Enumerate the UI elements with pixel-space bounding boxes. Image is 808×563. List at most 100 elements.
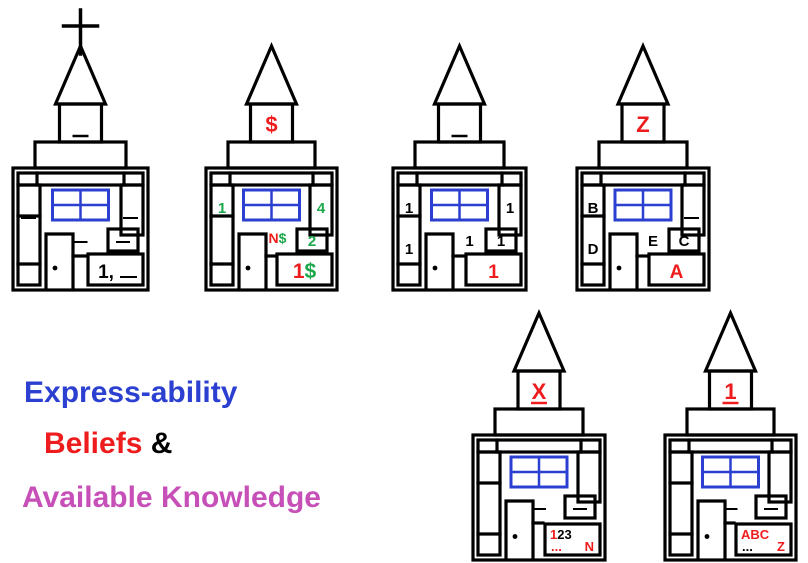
label-corner-part: $ bbox=[305, 260, 317, 283]
right-column bbox=[497, 183, 523, 237]
side-box bbox=[754, 494, 788, 520]
right-column bbox=[119, 183, 145, 237]
spire bbox=[432, 41, 487, 106]
side-box bbox=[667, 227, 701, 253]
spire bbox=[615, 41, 671, 106]
left-column bbox=[209, 183, 235, 287]
label-left-top: B bbox=[588, 200, 599, 217]
legend-express-ability: Express-ability bbox=[24, 378, 237, 408]
tower-label: $ bbox=[265, 112, 277, 137]
spire bbox=[703, 308, 758, 373]
label-right-mid: 2 bbox=[308, 233, 316, 250]
label-left-mid: 1 bbox=[405, 241, 413, 258]
church-4: Z B D E CA bbox=[575, 41, 711, 292]
left-column bbox=[396, 183, 422, 287]
door bbox=[237, 232, 268, 290]
label-corner: 1 bbox=[488, 262, 499, 283]
label-corner: A bbox=[670, 262, 684, 283]
corner-box bbox=[86, 252, 145, 287]
right-column bbox=[308, 183, 334, 237]
church-1: 1, bbox=[11, 8, 150, 292]
legend-beliefs-text: Beliefs bbox=[44, 427, 143, 460]
label-center: 1 bbox=[465, 233, 473, 250]
door bbox=[608, 232, 639, 290]
corner-box bbox=[543, 522, 602, 557]
frieze bbox=[580, 171, 706, 187]
right-column bbox=[680, 183, 706, 237]
door bbox=[696, 499, 727, 560]
left-column bbox=[668, 450, 694, 557]
legend-available-knowledge: Available Knowledge bbox=[22, 483, 321, 513]
roof-band bbox=[226, 140, 317, 170]
door-knob bbox=[512, 534, 518, 539]
label-sequence-part: 1 bbox=[550, 527, 557, 542]
church-body bbox=[204, 166, 339, 292]
label-left-top: 1 bbox=[218, 200, 226, 217]
frieze bbox=[668, 438, 793, 454]
side-box bbox=[484, 227, 518, 253]
roof-band bbox=[597, 140, 689, 170]
label-center: N$ bbox=[269, 230, 287, 246]
church-body bbox=[11, 166, 150, 292]
label-sequence-dots: ... bbox=[742, 539, 753, 554]
door-knob bbox=[704, 534, 710, 539]
label-sequence-end: N bbox=[585, 539, 594, 554]
label-corner: 1$ bbox=[293, 260, 317, 283]
label-right-mid: 1 bbox=[497, 233, 505, 250]
label-right-mid: C bbox=[679, 233, 690, 250]
roof-band bbox=[493, 407, 585, 437]
legend-beliefs: Beliefs & bbox=[44, 429, 172, 459]
door-knob bbox=[52, 265, 58, 271]
tower-label: Z bbox=[636, 112, 649, 137]
corner-box bbox=[464, 252, 523, 287]
label-center: E bbox=[648, 233, 658, 250]
side-box bbox=[563, 494, 597, 520]
left-column bbox=[580, 183, 606, 287]
frieze bbox=[396, 171, 523, 187]
door bbox=[424, 232, 455, 290]
side-box bbox=[106, 227, 140, 253]
church-body bbox=[391, 166, 528, 292]
label-center-part: $ bbox=[279, 230, 287, 246]
label-left-top: 1 bbox=[405, 200, 413, 217]
right-column bbox=[767, 450, 793, 504]
spire bbox=[244, 41, 299, 106]
label-sequence-start: 123 bbox=[550, 527, 572, 542]
church-body bbox=[663, 433, 798, 562]
church-body bbox=[575, 166, 711, 292]
label-left-mid: D bbox=[588, 241, 599, 258]
legend-express-ability-text: Express-ability bbox=[24, 376, 238, 409]
corner-box bbox=[647, 252, 706, 287]
tower-label: X bbox=[532, 379, 547, 404]
left-column bbox=[476, 450, 502, 557]
right-column bbox=[576, 450, 602, 504]
label-center-part: N bbox=[269, 230, 279, 246]
roof-band bbox=[33, 140, 128, 170]
church-5: X 123... N bbox=[471, 308, 607, 562]
door bbox=[504, 499, 535, 560]
label-sequence-part: 23 bbox=[557, 527, 571, 542]
tower-label: 1 bbox=[724, 379, 736, 404]
label-sequence-dots: ... bbox=[551, 539, 562, 554]
roof-band bbox=[685, 407, 776, 437]
label-right-top: 4 bbox=[317, 200, 326, 217]
corner-box bbox=[275, 252, 334, 287]
corner-box bbox=[734, 522, 793, 557]
roof-band bbox=[413, 140, 506, 170]
church-body bbox=[471, 433, 607, 562]
legend-ampersand: & bbox=[150, 427, 173, 460]
door-knob bbox=[616, 265, 622, 271]
spire bbox=[511, 308, 567, 373]
label-sequence-end: Z bbox=[777, 539, 785, 554]
label-corner-part: 1 bbox=[293, 260, 305, 283]
label-corner: 1, bbox=[98, 262, 114, 283]
frieze bbox=[16, 171, 145, 187]
left-column bbox=[16, 183, 42, 287]
frieze bbox=[209, 171, 334, 187]
frieze bbox=[476, 438, 602, 454]
label-right-top: 1 bbox=[506, 200, 514, 217]
door-knob bbox=[432, 265, 438, 271]
